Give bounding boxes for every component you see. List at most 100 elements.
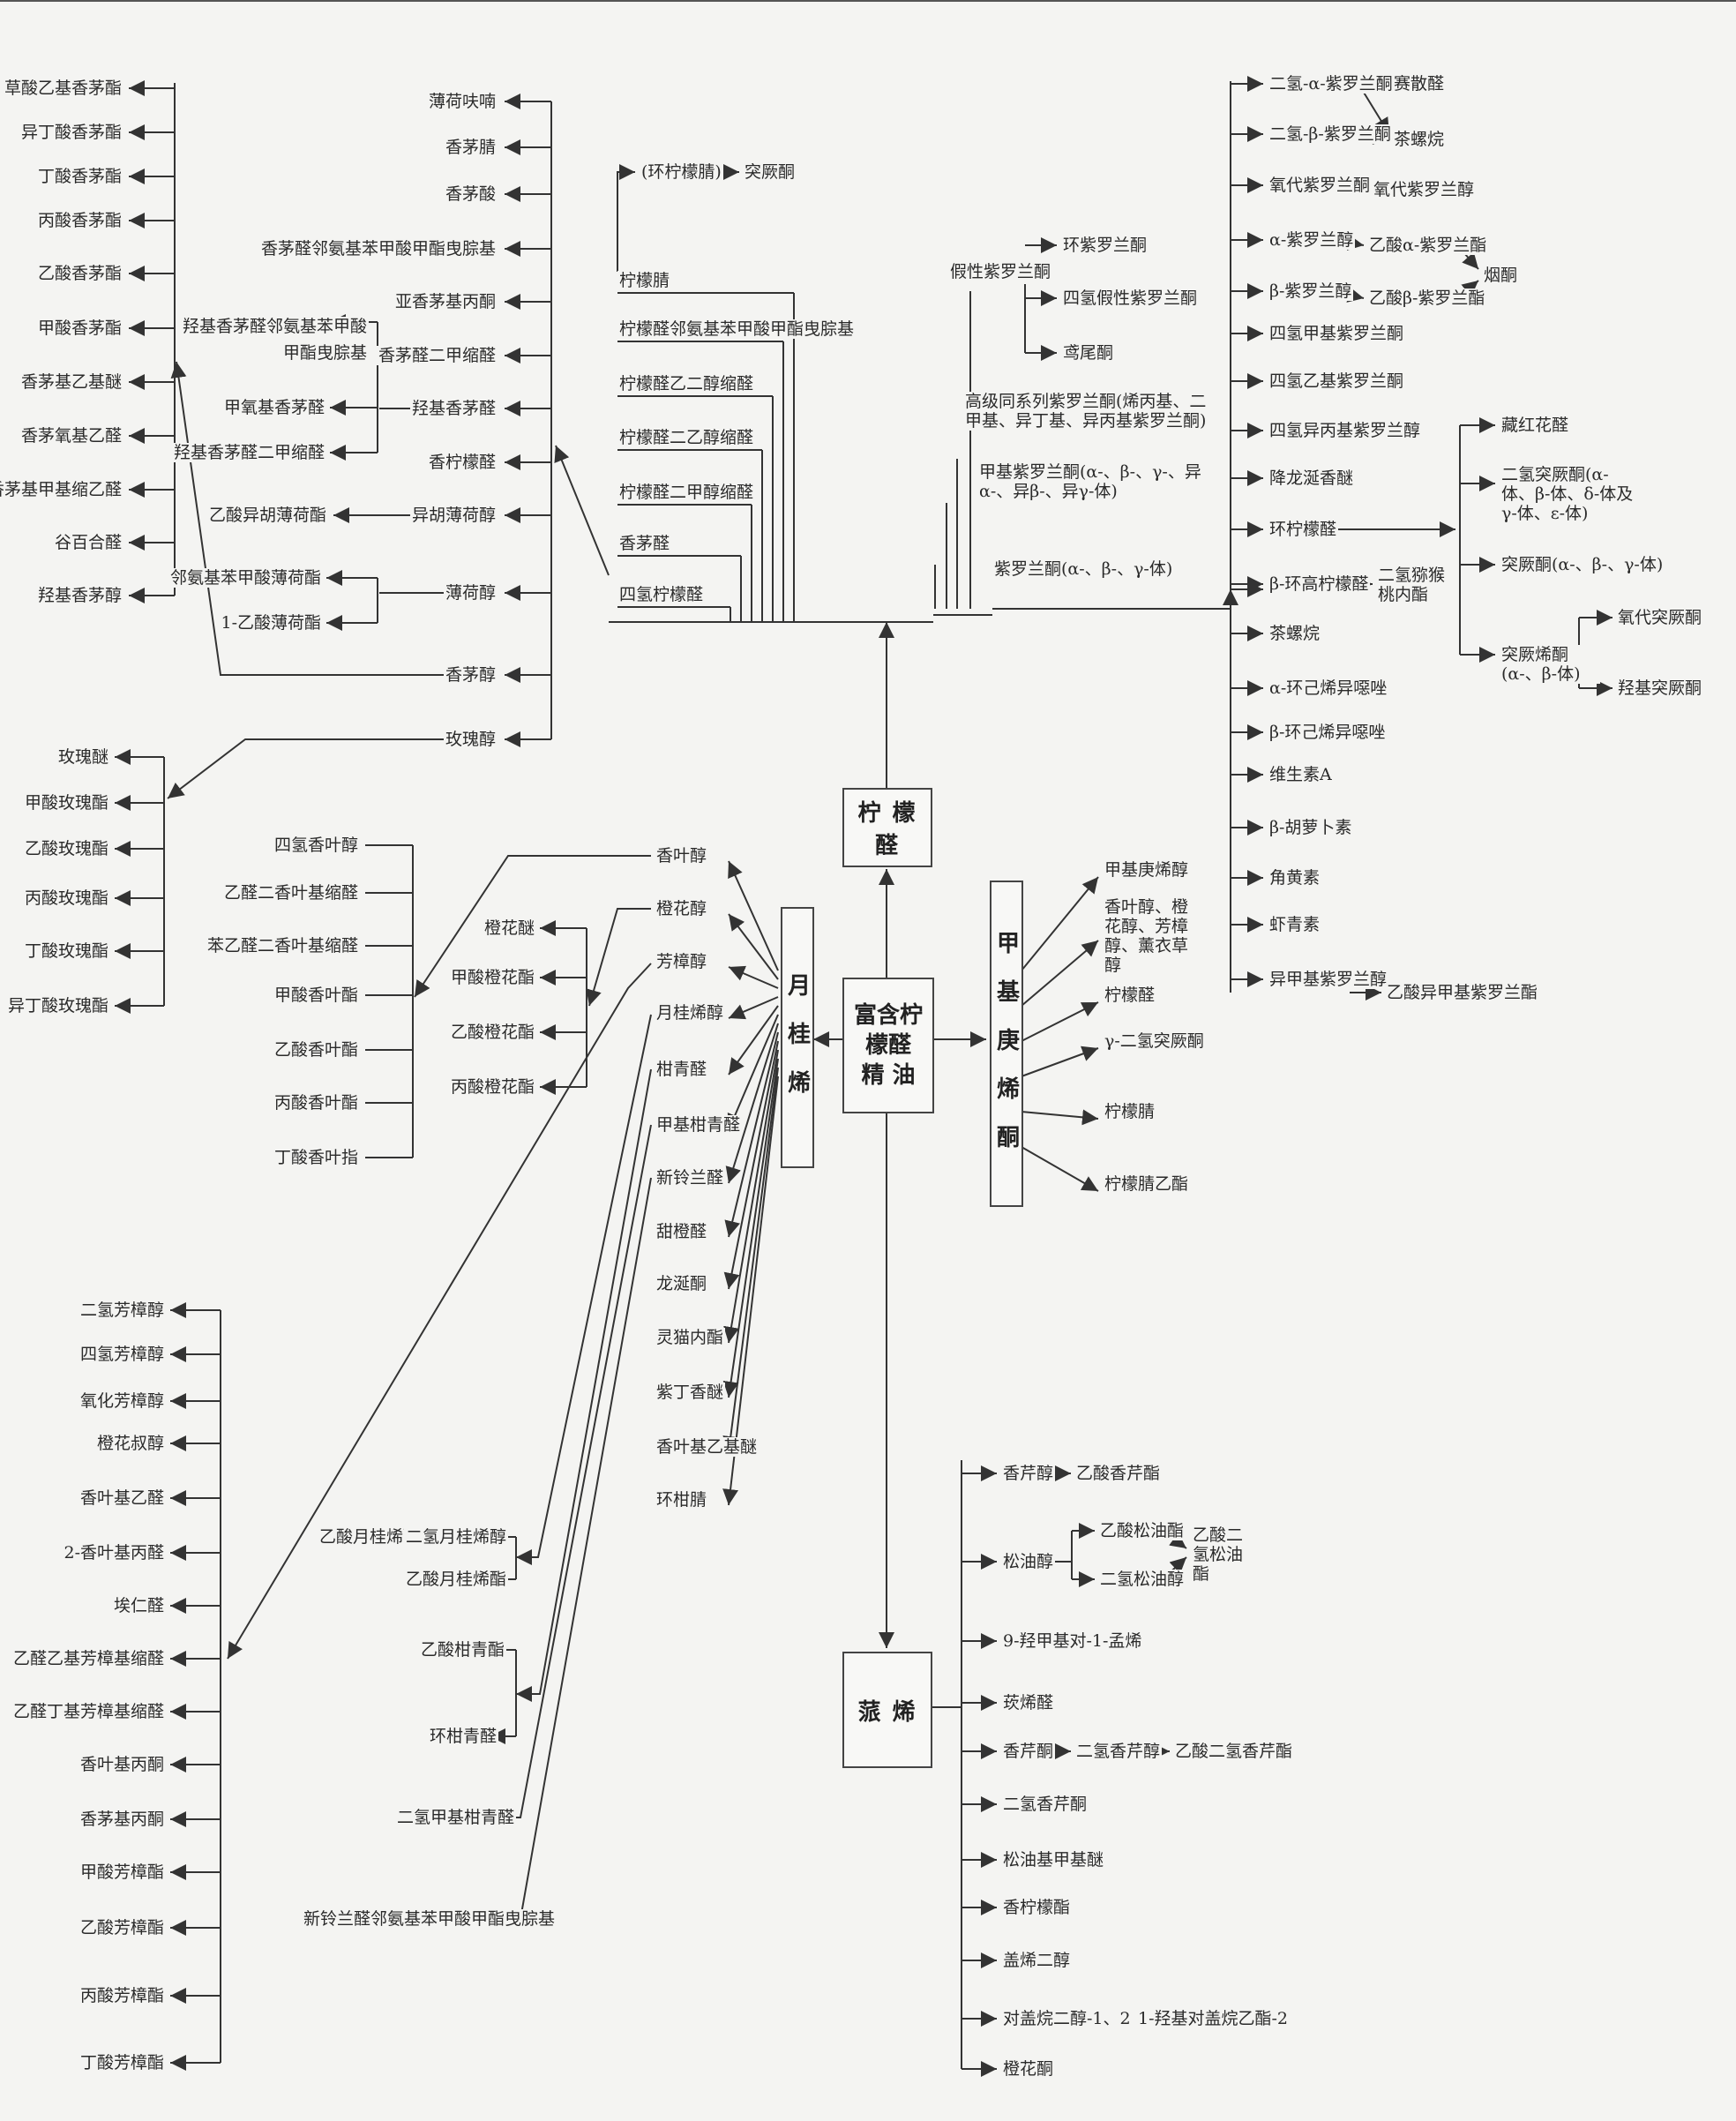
- node-cyclocitral-product-150: 二氢突厥酮(α-体、β-体、δ-体及γ-体、ε-体): [1500, 465, 1635, 523]
- connector: [1021, 1109, 1099, 1126]
- center-box-citral-oil: 富含柠檬醛 精 油: [842, 978, 934, 1113]
- connector: [727, 1014, 779, 1131]
- node-linalool-71: 氧化芳樟醇: [78, 1391, 166, 1411]
- node-citral-deriv-87: 乙酸柑青酯: [419, 1640, 507, 1660]
- node-geraniol-59: 乙醛二香叶基缩醛: [221, 883, 360, 903]
- node-citronellal-9: 薄荷呋喃: [426, 92, 498, 111]
- connector: [728, 913, 779, 980]
- node-ionone-product-148: 乙酸异甲基紫罗兰酯: [1385, 983, 1540, 1002]
- node-cyclocitral-7: (环柠檬腈): [640, 162, 723, 182]
- node-ionone-product-131: 环柠檬醛: [1268, 520, 1339, 539]
- connector: [724, 1031, 779, 1238]
- node-myrcene-46: 橙花醇: [655, 899, 709, 918]
- node-citronellol-ester-32: 乙酸香茅酯: [35, 264, 123, 283]
- node-myrcene-47: 芳樟醇: [655, 952, 709, 971]
- node-hydroxy-23: 甲氧基香茅醛: [221, 398, 326, 417]
- connector: [1021, 876, 1099, 971]
- connector: [167, 738, 448, 799]
- node-ionone-121: 紫罗兰酮(α-、β-、γ-体): [992, 559, 1175, 579]
- node-citronellol-ester-28: 草酸乙基香茅酯: [2, 79, 123, 98]
- node-citronellal-12: 香茅醛邻氨基苯甲酸甲酯曳腙基: [258, 239, 498, 259]
- node-pinene-101: 香芹酮: [1001, 1742, 1056, 1761]
- node-ionone-product-123: 二氢-β-紫罗兰酮: [1268, 124, 1393, 144]
- node-rhodinol-40: 甲酸玫瑰酯: [22, 793, 110, 813]
- node-citronellal-17: 异胡薄荷醇: [409, 506, 498, 525]
- node-isopulegol-25: 乙酸异胡薄荷酯: [206, 506, 328, 525]
- node-pinene-110: 二氢松油醇: [1098, 1570, 1186, 1589]
- node-citronellol-ester-29: 异丁酸香茅酯: [19, 123, 123, 142]
- connector: [170, 361, 448, 676]
- node-pinene-99: 9-羟甲基对-1-孟烯: [1001, 1631, 1144, 1651]
- node-hydroxy-22: 甲酯曳腙基: [281, 343, 369, 363]
- box-myrcene: 月 桂 烯: [781, 907, 814, 1168]
- node-ionone-product-143: 氧代紫罗兰醇: [1372, 180, 1477, 199]
- node-ionone-product-140: 异甲基紫罗兰醇: [1268, 970, 1389, 989]
- node-ionone-product-139: 虾青素: [1268, 915, 1322, 934]
- center-box-line-1: 富含柠檬醛: [853, 1002, 923, 1059]
- node-ionone-product-128: 四氢乙基紫罗兰酮: [1268, 371, 1406, 391]
- node-linalool-75: 埃仁醛: [111, 1596, 166, 1615]
- node-ionone-product-136: 维生素A: [1268, 765, 1334, 784]
- node-cyclocitral-8: 突厥酮: [743, 162, 797, 182]
- connector: [722, 1075, 779, 1506]
- connector: [722, 1058, 779, 1398]
- node-citronellal-10: 香茅腈: [443, 138, 498, 157]
- node-pinene-111: 乙酸二氢松油酯: [1191, 1525, 1256, 1584]
- node-linalool-78: 香叶基丙酮: [78, 1755, 166, 1774]
- node-menthol-26: 邻氨基苯甲酸薄荷酯: [168, 568, 323, 588]
- node-hydroxy-21: 羟基香茅醛邻氨基苯甲酸: [180, 317, 369, 336]
- node-geraniol-61: 甲酸香叶酯: [272, 986, 360, 1005]
- node-myrcene-55: 紫丁香醚: [655, 1383, 726, 1402]
- node-ionone-product-126: β-紫罗兰醇: [1268, 281, 1354, 301]
- node-nerol-67: 乙酸橙花酯: [448, 1023, 536, 1042]
- connector: [723, 1040, 779, 1290]
- connector: [617, 164, 635, 272]
- node-ionone-product-135: β-环己烯异噁唑: [1268, 723, 1388, 742]
- node-pinene-97: 香芹醇: [1001, 1464, 1056, 1483]
- node-geraniol-58: 四氢香叶醇: [272, 836, 360, 855]
- node-citronellal-11: 香茅酸: [443, 184, 498, 204]
- node-linalool-70: 四氢芳樟醇: [78, 1345, 166, 1364]
- top-border: [0, 0, 1736, 2]
- node-myrcene-48: 月桂烯醇: [655, 1003, 726, 1023]
- connector: [723, 1049, 779, 1344]
- node-citronellal-18: 薄荷醇: [443, 583, 498, 603]
- connector: [728, 996, 779, 1020]
- connector: [516, 1014, 652, 1565]
- node-methylheptenone-96: 柠檬腈乙酯: [1103, 1174, 1191, 1194]
- connector: [586, 908, 651, 1007]
- node-pinene-103: 松油基甲基醚: [1001, 1850, 1106, 1870]
- node-citronellal-19: 香茅醇: [443, 665, 498, 685]
- node-linalool-74: 2-香叶基丙醛: [62, 1543, 166, 1563]
- node-citronellol-ester-36: 香茅基甲基缩乙醛: [0, 480, 123, 499]
- node-citronellol-ester-34: 香茅基乙基醚: [19, 372, 123, 392]
- node-ionone-product-138: 角黄素: [1268, 868, 1322, 888]
- connector: [1021, 1046, 1099, 1077]
- node-pinene-104: 香柠檬酯: [1001, 1898, 1073, 1917]
- node-pinene-98: 松油醇: [1001, 1552, 1056, 1571]
- node-myrcene-56: 香叶基乙基醚: [655, 1437, 760, 1457]
- connector: [498, 1124, 652, 1825]
- node-myrcene-57: 环柑腈: [655, 1490, 709, 1510]
- node-myrcene-49: 柑青醛: [655, 1060, 709, 1079]
- node-citral-4: 柠檬醛二甲醇缩醛: [617, 483, 756, 502]
- node-rhodinol-42: 丙酸玫瑰酯: [22, 888, 110, 908]
- connector: [516, 1068, 652, 1702]
- node-cyclocitral-product-154: 羟基突厥酮: [1616, 678, 1704, 698]
- node-pinene-108: 乙酸香芹酯: [1074, 1464, 1163, 1483]
- node-cyclocitral-product-152: 突厥烯酮(α-、β-体): [1500, 645, 1600, 684]
- node-citral-5: 香茅醛: [617, 534, 672, 553]
- node-citronellol-ester-38: 羟基香茅醇: [35, 586, 123, 605]
- node-ionone-product-129: 四氢异丙基紫罗兰醇: [1268, 421, 1423, 440]
- box-pinene: 蒎 烯: [842, 1652, 932, 1768]
- node-rhodinol-44: 异丁酸玫瑰酯: [5, 996, 110, 1016]
- node-methylheptenone-93: 柠檬醛: [1103, 986, 1157, 1005]
- node-linalool-79: 香茅基丙酮: [78, 1810, 166, 1829]
- node-menthol-27: 1-乙酸薄荷酯: [219, 613, 323, 633]
- node-methylheptenone-95: 柠檬腈: [1103, 1102, 1157, 1121]
- node-linalool-69: 二氢芳樟醇: [78, 1300, 166, 1320]
- node-citronellol-ester-31: 丙酸香茅酯: [35, 211, 123, 230]
- node-ionone-product-145: 乙酸β-紫罗兰酯: [1367, 289, 1487, 308]
- node-ionone-product-141: 赛散醛: [1392, 74, 1447, 94]
- node-ionone-115: 假性紫罗兰酮: [948, 262, 1053, 281]
